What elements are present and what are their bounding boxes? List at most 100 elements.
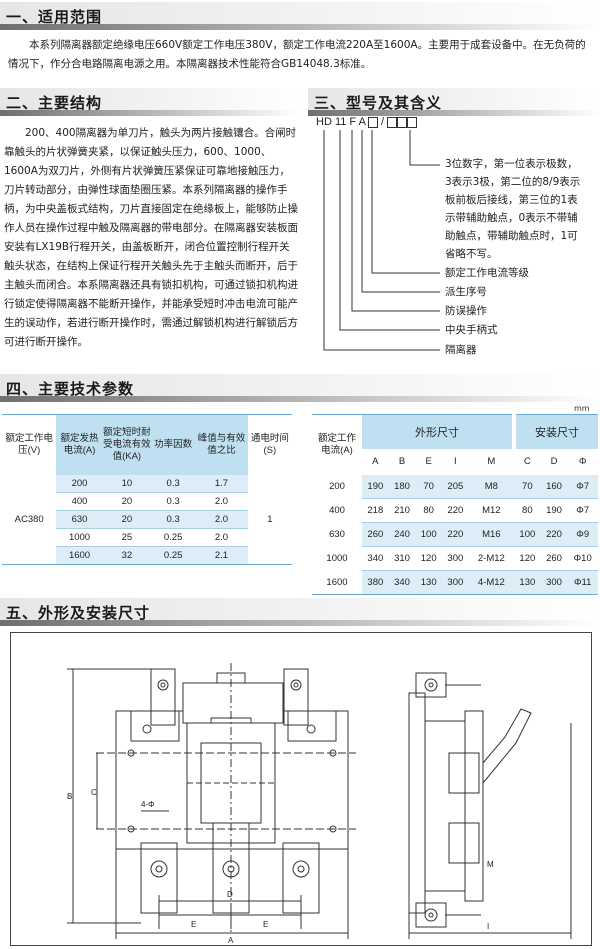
section-title: 一、适用范围	[6, 7, 103, 26]
table-cell: 100	[514, 522, 541, 547]
model-code: HD 11 F A	[316, 116, 366, 128]
table-cell: 20	[102, 510, 152, 529]
col-header-m: M	[487, 456, 496, 467]
dim-label-d: D	[227, 890, 233, 899]
table-cell: 380	[362, 570, 389, 595]
table-cell: 400	[56, 492, 103, 511]
col-header-i: I	[454, 456, 457, 467]
dim-label-a: A	[228, 936, 234, 945]
table-cell: 160	[540, 474, 568, 499]
section-header-drawing: 五、外形及安装尺寸	[0, 598, 600, 626]
table-cell: 200	[329, 481, 345, 492]
table-cell: 4-M12	[468, 570, 514, 595]
table-cell: 220	[442, 498, 469, 523]
table-cell: 630	[329, 529, 345, 540]
col-header-e: E	[425, 456, 432, 467]
table-cell: 300	[442, 570, 469, 595]
table-cell: 2.0	[195, 510, 248, 529]
col-header-a: A	[372, 456, 379, 467]
table-cell: 300	[540, 570, 568, 595]
table-cell: 120	[415, 546, 443, 571]
table-cell: 190	[362, 474, 389, 499]
model-box	[367, 116, 378, 128]
table-cell: 630	[56, 510, 103, 529]
model-label-anti-misoperation: 防误操作	[445, 305, 487, 317]
table-cell: M8	[468, 474, 514, 499]
tech-params-table: 额定工作电压(V) 额定发热电流(A) 额定短时耐受电流有效值(KA) 功率因数…	[2, 414, 292, 565]
table-cell: 1000	[56, 528, 103, 547]
table-cell: 260	[362, 522, 389, 547]
model-leader-lines	[323, 130, 440, 351]
model-box	[387, 116, 397, 128]
model-code-row: HD 11 F A /	[316, 114, 417, 130]
model-label-current: 额定工作电流等级	[445, 267, 529, 279]
dim-label-i: I	[487, 922, 489, 931]
table-cell: 0.25	[151, 528, 196, 547]
table-cell: 180	[388, 474, 416, 499]
col-header-current: 额定发热电流(A)	[60, 432, 99, 456]
table-cell: 0.3	[151, 492, 196, 511]
table-cell: Φ9	[567, 522, 598, 547]
dim-label-c: C	[91, 788, 97, 797]
table-cell: 260	[540, 546, 568, 571]
model-label-line: 3表示3极，第二位的8/9表示	[445, 176, 581, 188]
dim-label-m: M	[487, 860, 494, 869]
table-cell: 2.1	[195, 546, 248, 565]
table-cell: Φ11	[567, 570, 598, 595]
table-cell: 0.3	[151, 510, 196, 529]
unit-label: mm	[574, 404, 590, 413]
section-title: 三、型号及其含义	[314, 93, 443, 112]
table-cell: 2-M12	[468, 546, 514, 571]
structure-text: 200、400隔离器为单刀片，触头为两片接触镶合。合闸时靠触头的片状弹簧夹紧，以…	[4, 127, 298, 348]
table-cell: 1600	[56, 546, 103, 565]
table-cell: 0.3	[151, 474, 196, 493]
col-header-phi: Φ	[578, 456, 587, 467]
table-cell: 2.0	[195, 492, 248, 511]
col-header-b: B	[398, 456, 406, 467]
table-cell: 340	[362, 546, 389, 571]
table-cell: M16	[468, 522, 514, 547]
table-cell: 100	[415, 522, 443, 547]
dimensions-table: 额定工作电流(A) 外形尺寸 安装尺寸 A B E I M C D Φ 200 …	[312, 414, 598, 595]
table-cell: 310	[388, 546, 416, 571]
section-title: 四、主要技术参数	[6, 379, 135, 398]
model-desc-digits: 3位数字，第一位表示极数， 3表示3极，第二位的8/9表示 板前板后接线，第三位…	[445, 155, 595, 263]
table-cell: 120	[514, 546, 541, 571]
model-label-line: 助触点，带辅助触点时，1可	[445, 230, 578, 242]
table-cell: 32	[102, 546, 152, 565]
model-label-handle: 中央手柄式	[445, 324, 498, 336]
table-cell: 80	[415, 498, 443, 523]
col-header-time: 通电时间(S)	[247, 414, 292, 475]
table-cell: 2.0	[195, 528, 248, 547]
model-label-line: 3位数字，第一位表示极数，	[445, 158, 578, 170]
model-label-line: 示带辅助触点，0表示不带辅	[445, 212, 578, 224]
table-cell: 200	[56, 474, 103, 493]
model-box	[407, 116, 417, 128]
col-header-peak: 峰值与有效值之比	[197, 432, 246, 456]
time-cell: 1	[267, 513, 273, 525]
table-cell: 190	[540, 498, 568, 523]
table-cell: 80	[514, 498, 541, 523]
table-cell: 300	[442, 546, 469, 571]
col-header-voltage: 额定工作电压(V)	[2, 414, 57, 475]
table-cell: 1000	[326, 553, 348, 564]
section-header-structure: 二、主要结构	[0, 88, 300, 116]
dim-label-e-left: E	[191, 920, 196, 929]
voltage-cell: AC380	[14, 513, 44, 525]
table-cell: 218	[362, 498, 389, 523]
col-header-pf: 功率因数	[154, 438, 193, 450]
outline-drawing-frame: B C D E E A I M 4-Φ	[10, 632, 592, 946]
table-cell: 20	[102, 492, 152, 511]
table-cell: 210	[388, 498, 416, 523]
table-cell: 340	[388, 570, 416, 595]
table-cell: 400	[329, 505, 345, 516]
dim-label-b: B	[67, 792, 72, 801]
table-cell: 130	[514, 570, 541, 595]
table-cell: 1600	[326, 576, 348, 588]
section-title: 二、主要结构	[6, 93, 103, 112]
scope-text: 本系列隔离器额定绝缘电压660V额定工作电压380V，额定工作电流220A至16…	[8, 39, 586, 70]
outline-drawing: B C D E E A I M 4-Φ	[67, 663, 572, 945]
table-cell: Φ7	[567, 498, 598, 523]
table-cell: Φ7	[567, 474, 598, 499]
table-cell: 70	[514, 474, 541, 499]
